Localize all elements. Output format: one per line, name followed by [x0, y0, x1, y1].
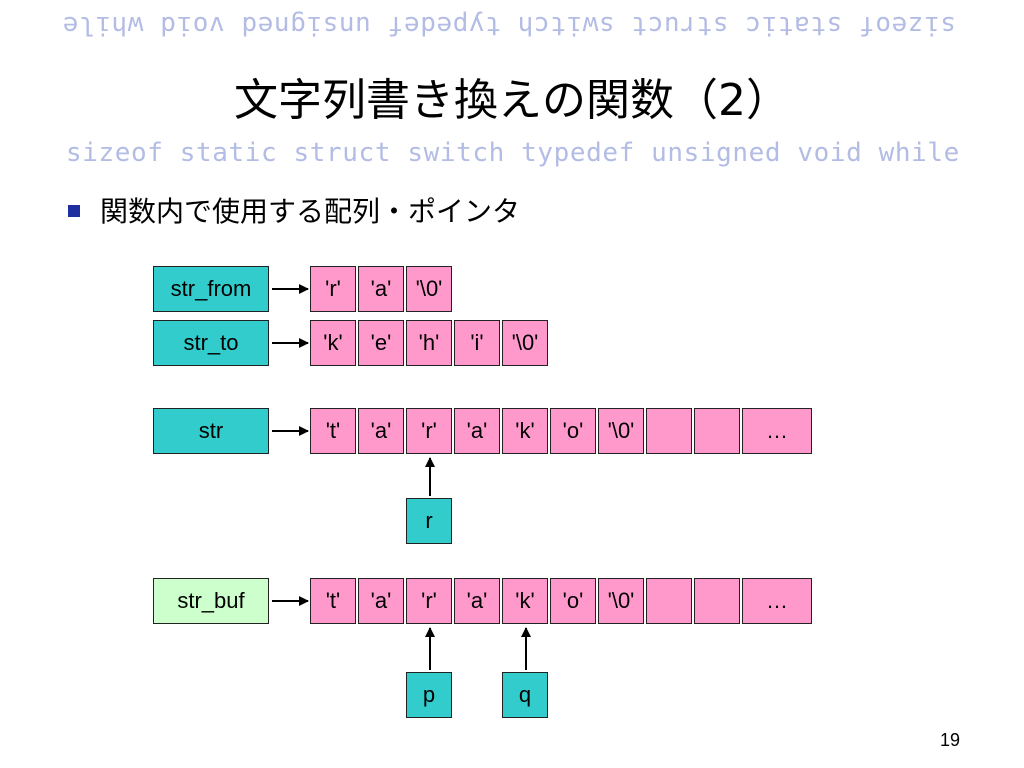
str-buf-array: 't' 'a' 'r' 'a' 'k' 'o' '\0' …	[310, 578, 814, 624]
array-cell: 'r'	[406, 408, 452, 454]
bullet-square-icon	[68, 205, 80, 217]
array-cell	[646, 578, 692, 624]
array-cell: 'a'	[358, 266, 404, 312]
slide-title: 文字列書き換えの関数（2）	[234, 75, 790, 126]
str-array: 't' 'a' 'r' 'a' 'k' 'o' '\0' …	[310, 408, 814, 454]
array-cell: 'h'	[406, 320, 452, 366]
array-cell: 'i'	[454, 320, 500, 366]
str-buf-label: str_buf	[153, 578, 269, 624]
array-cell: 'k'	[502, 578, 548, 624]
array-cell: '\0'	[502, 320, 548, 366]
pointer-q-box: q	[502, 672, 548, 718]
array-cell: 'a'	[454, 408, 500, 454]
array-cell	[694, 578, 740, 624]
bullet-text: 関数内で使用する配列・ポインタ	[100, 195, 521, 228]
array-cell: 't'	[310, 578, 356, 624]
array-cell: '\0'	[598, 578, 644, 624]
str-from-label: str_from	[153, 266, 269, 312]
pointer-r-box: r	[406, 498, 452, 544]
pointer-p-box: p	[406, 672, 452, 718]
array-cell: 'e'	[358, 320, 404, 366]
array-cell: 'r'	[406, 578, 452, 624]
array-cell: 'k'	[502, 408, 548, 454]
array-cell: '\0'	[406, 266, 452, 312]
str-to-array: 'k' 'e' 'h' 'i' '\0'	[310, 320, 550, 366]
page-number: 19	[939, 730, 960, 750]
array-cell-ellipsis: …	[742, 578, 812, 624]
array-cell: 't'	[310, 408, 356, 454]
str-to-label: str_to	[153, 320, 269, 366]
decorative-keywords: sizeof static struct switch typedef unsi…	[66, 138, 960, 168]
array-cell: 'k'	[310, 320, 356, 366]
array-cell: 'a'	[358, 408, 404, 454]
array-cell	[646, 408, 692, 454]
array-cell-ellipsis: …	[742, 408, 812, 454]
array-cell	[694, 408, 740, 454]
str-label: str	[153, 408, 269, 454]
array-cell: 'r'	[310, 266, 356, 312]
array-cell: '\0'	[598, 408, 644, 454]
array-cell: 'a'	[358, 578, 404, 624]
array-cell: 'o'	[550, 408, 596, 454]
array-cell: 'a'	[454, 578, 500, 624]
str-from-array: 'r' 'a' '\0'	[310, 266, 454, 312]
array-cell: 'o'	[550, 578, 596, 624]
